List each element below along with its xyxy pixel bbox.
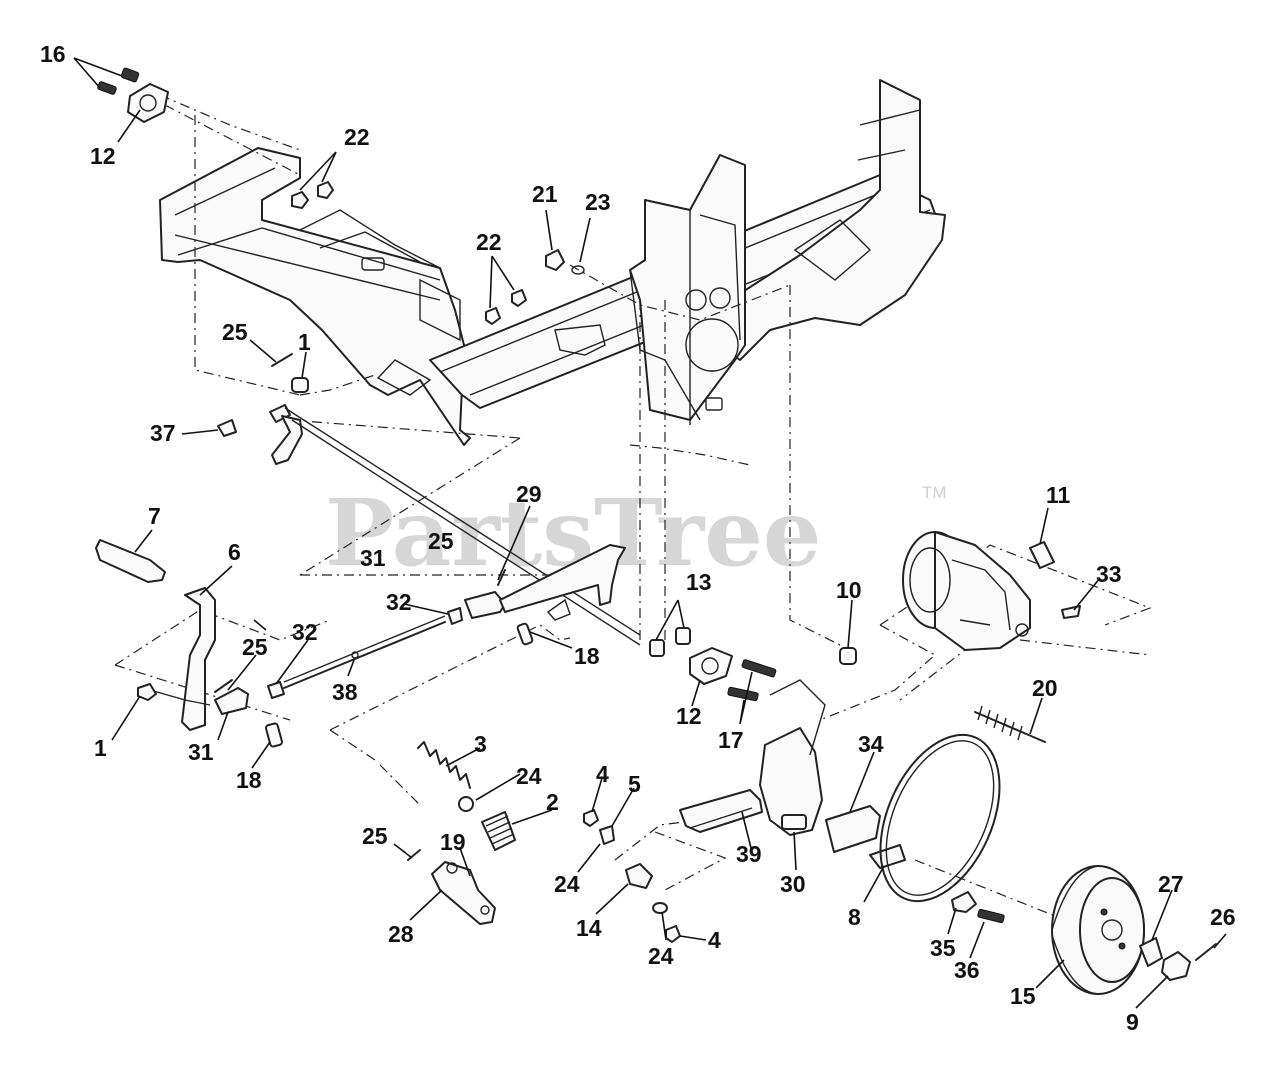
callout-8: 8 [848,904,861,930]
nut-21-washer-23 [545,249,585,275]
frame-assembly [159,79,946,446]
callout-14: 14 [576,915,602,941]
callout-5: 5 [628,771,641,797]
callout-6: 6 [228,539,241,565]
springs [417,741,516,851]
callout-24: 24 [516,763,542,789]
callout-15: 15 [1010,983,1036,1009]
callout-24: 24 [648,943,674,969]
callout-31: 31 [188,739,214,765]
watermark-trademark: TM [922,483,947,502]
callout-19: 19 [440,829,466,855]
callout-28: 28 [388,921,414,947]
callout-1: 1 [298,329,311,355]
callout-1: 1 [94,735,107,761]
callout-2: 2 [546,789,559,815]
callout-24: 24 [554,871,580,897]
callout-12: 12 [90,143,116,169]
callout-4: 4 [708,927,721,953]
pedal-pad [95,539,166,583]
callout-11: 11 [1046,482,1071,508]
callout-25: 25 [242,634,268,660]
callout-27: 27 [1158,871,1184,897]
callout-26: 26 [1210,904,1236,930]
callout-17: 17 [718,727,744,753]
bolts-16 [97,67,140,95]
band-bracket [679,679,826,836]
callout-25: 25 [428,528,454,554]
callout-7: 7 [148,503,161,529]
leader-lines [73,57,1227,1009]
callout-32: 32 [292,619,318,645]
callout-37: 37 [150,420,176,446]
callout-22: 22 [476,229,502,255]
callout-22: 22 [344,124,370,150]
callout-21: 21 [532,181,558,207]
callout-16: 16 [40,41,66,67]
callout-23: 23 [585,189,611,215]
callout-25: 25 [222,319,248,345]
nuts-22-middle [485,289,527,325]
lower-bearing-group [649,627,777,702]
brake-arm [499,544,626,613]
brake-shaft [217,404,641,646]
drum-hardware [1139,937,1217,981]
watermark: PartsTree TM [325,479,947,587]
callout-36: 36 [954,957,980,983]
callout-31: 31 [360,545,386,571]
callout-34: 34 [858,731,884,757]
threaded-rod [974,705,1046,743]
callout-10: 10 [836,577,862,603]
callout-labels: 16 12 22 21 23 22 25 1 37 29 7 6 25 31 3… [40,41,1236,1035]
callout-30: 30 [780,871,806,897]
brake-drum [1051,865,1145,995]
bearing-flange-upper [127,83,169,123]
callout-29: 29 [516,481,542,507]
callout-25: 25 [362,823,388,849]
callout-4: 4 [596,761,609,787]
callout-33: 33 [1096,561,1122,587]
brake-lever-plate [431,861,496,925]
callout-18: 18 [236,767,262,793]
parts [95,67,1217,995]
callout-9: 9 [1126,1009,1139,1035]
nuts-22-upper [291,181,334,209]
callout-12: 12 [676,703,702,729]
callout-20: 20 [1032,675,1058,701]
band-link [825,805,906,869]
callout-18: 18 [574,643,600,669]
callout-38: 38 [332,679,358,705]
callout-3: 3 [474,731,487,757]
callout-32: 32 [386,589,412,615]
pedal-arm [181,587,216,731]
adjuster-hardware [951,891,1005,924]
hydraulic-motor [902,531,1031,651]
brake-band [879,733,1001,903]
callout-13: 13 [686,569,712,595]
callout-35: 35 [930,935,956,961]
callout-39: 39 [736,841,762,867]
